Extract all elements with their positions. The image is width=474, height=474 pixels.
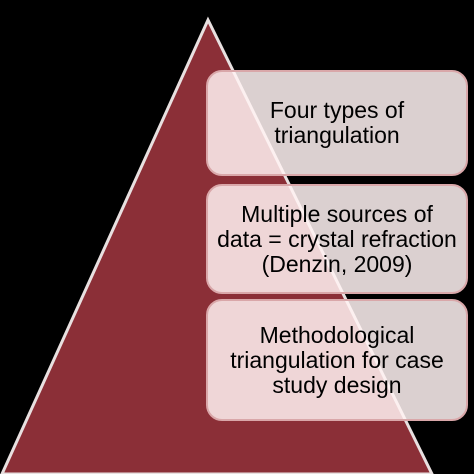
pyramid-level-3-text: Methodological triangulation for case st…: [230, 321, 444, 398]
pyramid-level-3-box: Methodological triangulation for case st…: [206, 299, 468, 421]
pyramid-level-1-box: Four types of triangulation: [206, 70, 468, 176]
pyramid-level-1-text: Four types of triangulation: [269, 97, 405, 148]
pyramid-level-2-box: Multiple sources of data = crystal refra…: [206, 184, 468, 294]
pyramid-level-2-text: Multiple sources of data = crystal refra…: [217, 200, 457, 277]
